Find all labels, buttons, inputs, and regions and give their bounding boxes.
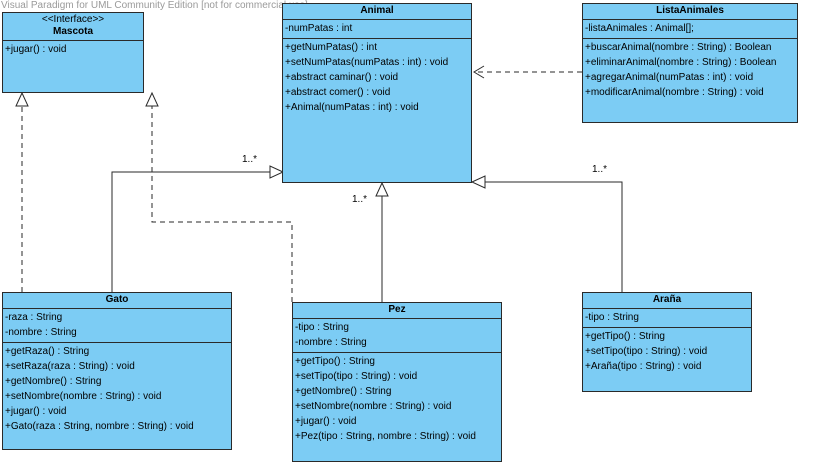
operation-row: +jugar() : void xyxy=(5,406,67,417)
operation-row: +buscarAnimal(nombre : String) : Boolean xyxy=(585,42,772,53)
attributes-section: -tipo : String -nombre : String xyxy=(293,318,501,352)
operations-section: +getTipo() : String +setTipo(tipo : Stri… xyxy=(583,327,751,376)
operation-row: +setTipo(tipo : String) : void xyxy=(585,346,708,357)
multiplicity-arana-animal: 1..* xyxy=(592,164,608,175)
generalization-arana-animal xyxy=(485,181,623,292)
operation-row: +abstract comer() : void xyxy=(285,87,391,98)
class-header: Araña xyxy=(583,293,751,308)
attributes-section: -tipo : String xyxy=(583,308,751,327)
class-header: <<Interface>> Mascota xyxy=(3,13,143,40)
operation-row: +getRaza() : String xyxy=(5,346,90,357)
class-gato[interactable]: Gato -raza : String -nombre : String +ge… xyxy=(2,292,232,450)
class-arana[interactable]: Araña -tipo : String +getTipo() : String… xyxy=(582,292,752,392)
generalization-gato-animal xyxy=(111,171,270,292)
attributes-section: -listaAnimales : Animal[]; xyxy=(583,19,797,38)
operation-row: +eliminarAnimal(nombre : String) : Boole… xyxy=(585,57,777,68)
class-header: Animal xyxy=(283,4,471,19)
operation-row: +getTipo() : String xyxy=(585,331,665,342)
operations-section: +getNumPatas() : int +setNumPatas(numPat… xyxy=(283,38,471,117)
class-name: Animal xyxy=(360,5,394,16)
operation-row: +setNombre(nombre : String) : void xyxy=(5,391,162,402)
operation-row: +Animal(numPatas : int) : void xyxy=(285,102,419,113)
operation-row: +Gato(raza : String, nombre : String) : … xyxy=(5,421,194,432)
class-name: Pez xyxy=(388,304,406,315)
realization-arrowhead-gato xyxy=(15,91,29,107)
class-mascota[interactable]: <<Interface>> Mascota +jugar() : void xyxy=(2,12,144,93)
operations-section: +buscarAnimal(nombre : String) : Boolean… xyxy=(583,38,797,102)
generalization-arrowhead-gato xyxy=(269,165,285,179)
operation-row: +jugar() : void xyxy=(5,44,67,55)
realization-arrowhead-pez xyxy=(145,91,159,107)
class-animal[interactable]: Animal -numPatas : int +getNumPatas() : … xyxy=(282,3,472,183)
class-header: ListaAnimales xyxy=(583,4,797,19)
attribute-row: -raza : String xyxy=(5,312,63,323)
operation-row: +setNumPatas(numPatas : int) : void xyxy=(285,57,449,68)
attribute-row: -nombre : String xyxy=(295,337,367,348)
operation-row: +setNombre(nombre : String) : void xyxy=(295,401,452,412)
operation-row: +modificarAnimal(nombre : String) : void xyxy=(585,87,764,98)
operation-row: +getNumPatas() : int xyxy=(285,42,377,53)
generalization-arrowhead-pez xyxy=(375,181,389,197)
realization-pez-mascota xyxy=(151,106,293,302)
attributes-section: +jugar() : void xyxy=(3,40,143,59)
attribute-row: -tipo : String xyxy=(585,312,639,323)
class-name: Gato xyxy=(105,294,129,305)
operation-row: +abstract caminar() : void xyxy=(285,72,399,83)
class-name: Mascota xyxy=(52,26,93,37)
operation-row: +getNombre() : String xyxy=(295,386,392,397)
operation-row: +agregarAnimal(numPatas : int) : void xyxy=(585,72,754,83)
generalization-arrowhead-arana xyxy=(470,175,486,189)
operations-section: +getTipo() : String +setTipo(tipo : Stri… xyxy=(293,352,501,446)
stereotype-label: <<Interface>> xyxy=(41,14,105,25)
attributes-section: -raza : String -nombre : String xyxy=(3,308,231,342)
class-header: Gato xyxy=(3,293,231,308)
operation-row: +setTipo(tipo : String) : void xyxy=(295,371,418,382)
class-lista-animales[interactable]: ListaAnimales -listaAnimales : Animal[];… xyxy=(582,3,798,123)
watermark-text: Visual Paradigm for UML Community Editio… xyxy=(1,0,308,11)
attribute-row: -nombre : String xyxy=(5,327,77,338)
operation-row: +jugar() : void xyxy=(295,416,357,427)
operation-row: +getTipo() : String xyxy=(295,356,375,367)
multiplicity-gato-animal: 1..* xyxy=(242,154,258,165)
class-header: Pez xyxy=(293,303,501,318)
attributes-section: -numPatas : int xyxy=(283,19,471,38)
class-name: Araña xyxy=(652,294,682,305)
operation-row: +Pez(tipo : String, nombre : String) : v… xyxy=(295,431,476,442)
operation-row: +setRaza(raza : String) : void xyxy=(5,361,135,372)
operation-row: +Araña(tipo : String) : void xyxy=(585,361,702,372)
attribute-row: -tipo : String xyxy=(295,322,349,333)
attribute-row: -numPatas : int xyxy=(285,23,353,34)
attribute-row: -listaAnimales : Animal[]; xyxy=(585,23,694,34)
dependency-arrowhead xyxy=(473,65,485,79)
class-pez[interactable]: Pez -tipo : String -nombre : String +get… xyxy=(292,302,502,462)
operations-section: +getRaza() : String +setRaza(raza : Stri… xyxy=(3,342,231,436)
multiplicity-pez-animal: 1..* xyxy=(352,194,368,205)
operation-row: +getNombre() : String xyxy=(5,376,102,387)
class-name: ListaAnimales xyxy=(656,5,724,16)
